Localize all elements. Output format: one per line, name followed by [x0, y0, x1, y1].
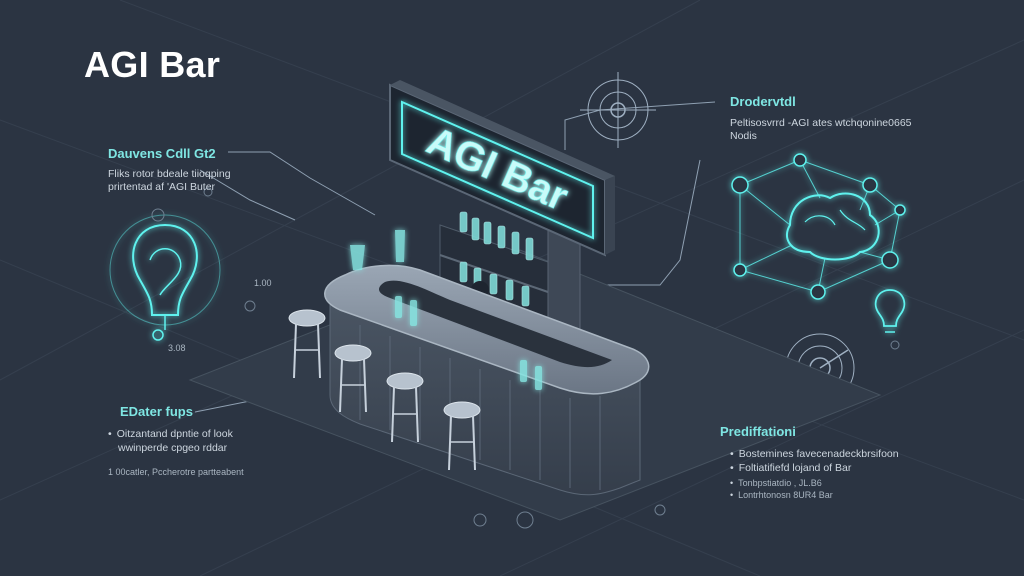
sign-board [389, 80, 615, 257]
page-title: AGI Bar [84, 44, 221, 85]
callout-line: Oitzantand dpntie of look [108, 428, 233, 441]
callout-line: Nodis [730, 130, 757, 142]
target-icon [580, 72, 656, 148]
brain-network-icon [731, 153, 906, 300]
callout-line: Lontrhtonosn 8UR4 Bar [730, 490, 833, 500]
callout-line: Fliks rotor bdeale tiioqping [108, 168, 231, 180]
callout-line: Tonbpstiatdio , JL.B6 [730, 478, 822, 488]
callout-heading-top-right: Drodervtdl [730, 94, 796, 109]
callout-line: Bostemines favecenadeckbrsifoon [730, 448, 899, 461]
callout-heading-top-left: Dauvens Cdll Gt2 [108, 146, 216, 161]
callout-line: Foltiatifiefd lojand of Bar [730, 462, 852, 475]
callout-line: wwinperde cpgeo rddar [118, 442, 228, 454]
bar-stool [443, 401, 481, 471]
bar-stools [288, 309, 481, 471]
bar-stool [288, 309, 326, 379]
lightbulb-icon [874, 289, 906, 333]
decorative-nodes [151, 187, 900, 529]
callout-heading-bottom-left: EDater fups [120, 404, 193, 419]
callout-line: Peltisosvrrd -AGI ates wtchqonine0665 [730, 117, 912, 129]
minor-label: 1.00 [254, 278, 272, 288]
lightbulb-brain-icon [109, 214, 221, 341]
callout-line: prirtentad af 'AGI Buter [108, 181, 216, 193]
callout-line: 1 00catler, Pccherotre partteabent [108, 467, 244, 477]
bar-stool [386, 372, 424, 443]
bar-stool [334, 344, 372, 413]
bottles [459, 211, 534, 307]
minor-label: 3.08 [168, 343, 186, 353]
counter-bottles [350, 230, 542, 390]
bar-counter [324, 264, 650, 496]
callout-heading-bottom-right: Prediffationi [720, 424, 796, 439]
